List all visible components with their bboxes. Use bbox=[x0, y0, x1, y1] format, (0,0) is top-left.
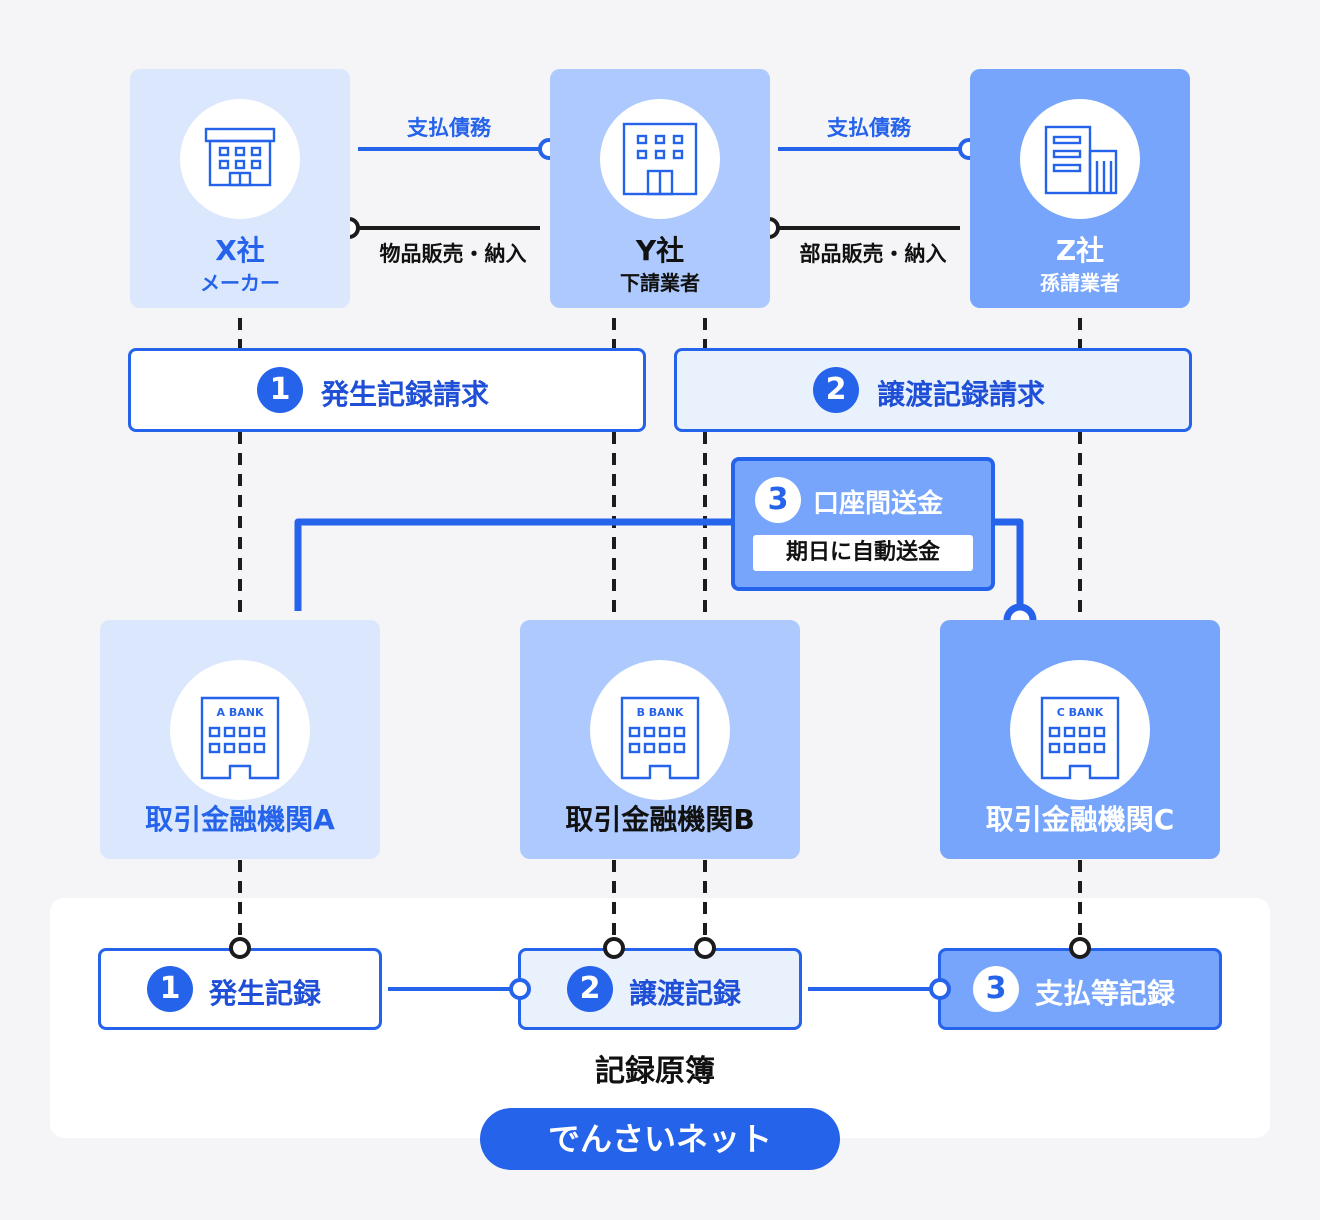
bank-b-card: B BANK 取引金融機関B bbox=[520, 620, 800, 859]
bank-building-icon: C BANK bbox=[1040, 696, 1120, 780]
edge-label-sale-y-x: 物品販売・納入 bbox=[379, 242, 527, 266]
network-badge: でんさいネット bbox=[480, 1108, 840, 1170]
step-number-badge: 2 bbox=[567, 966, 613, 1012]
step-number-badge: 1 bbox=[257, 367, 303, 413]
bank-c-name: 取引金融機関C bbox=[985, 803, 1175, 836]
auto-transfer-tag: 期日に自動送金 bbox=[753, 535, 973, 571]
bank-c-card: C BANK 取引金融機関C bbox=[940, 620, 1220, 859]
bank-sign: C BANK bbox=[1057, 706, 1104, 719]
company-y-card: Y社 下請業者 bbox=[550, 69, 770, 308]
company-y-name: Y社 bbox=[635, 234, 685, 267]
request-issue-label: 発生記録請求 bbox=[321, 378, 490, 411]
step-number-badge: 2 bbox=[813, 367, 859, 413]
record-transfer-box: 2 譲渡記録 bbox=[518, 948, 802, 1030]
bank-sign: B BANK bbox=[637, 706, 684, 719]
company-x-card: X社 メーカー bbox=[130, 69, 350, 308]
bank-a-icon-circle: A BANK bbox=[170, 660, 310, 800]
company-z-name: Z社 bbox=[1055, 234, 1105, 267]
record-transfer-label: 譲渡記録 bbox=[629, 977, 742, 1010]
office-building-icon bbox=[622, 122, 698, 196]
company-x-icon-circle bbox=[180, 99, 300, 219]
company-z-role: 孫請業者 bbox=[1040, 271, 1120, 295]
company-x-role: メーカー bbox=[200, 271, 280, 295]
bank-sign: A BANK bbox=[217, 706, 264, 719]
company-y-role: 下請業者 bbox=[620, 271, 700, 295]
bank-b-name: 取引金融機関B bbox=[565, 803, 755, 836]
record-issue-label: 発生記録 bbox=[209, 977, 322, 1010]
bank-c-icon-circle: C BANK bbox=[1010, 660, 1150, 800]
company-y-icon-circle bbox=[600, 99, 720, 219]
record-issue-box: 1 発生記録 bbox=[98, 948, 382, 1030]
bank-building-icon: A BANK bbox=[200, 696, 280, 780]
small-building-icon bbox=[1044, 125, 1118, 195]
bank-b-icon-circle: B BANK bbox=[590, 660, 730, 800]
account-transfer-label: 口座間送金 bbox=[813, 489, 944, 519]
company-z-icon-circle bbox=[1020, 99, 1140, 219]
request-transfer-label: 譲渡記録請求 bbox=[877, 378, 1046, 411]
record-payment-label: 支払等記録 bbox=[1035, 977, 1176, 1010]
bank-building-icon: B BANK bbox=[620, 696, 700, 780]
ledger-label: 記録原簿 bbox=[595, 1054, 715, 1089]
request-transfer-box: 2 譲渡記録請求 bbox=[674, 348, 1192, 432]
edge-label-debt-y-z: 支払債務 bbox=[827, 116, 911, 140]
record-payment-box: 3 支払等記録 bbox=[938, 948, 1222, 1030]
request-issue-box: 1 発生記録請求 bbox=[128, 348, 646, 432]
step-number-badge: 3 bbox=[755, 477, 801, 523]
bank-a-name: 取引金融機関A bbox=[145, 803, 335, 836]
step-number-badge: 3 bbox=[973, 966, 1019, 1012]
factory-building-icon bbox=[204, 127, 276, 187]
company-x-name: X社 bbox=[215, 234, 265, 267]
edge-label-debt-x-y: 支払債務 bbox=[407, 116, 491, 140]
step-number-badge: 1 bbox=[147, 966, 193, 1012]
account-transfer-box: 3 口座間送金 期日に自動送金 bbox=[731, 457, 995, 591]
bank-a-card: A BANK 取引金融機関A bbox=[100, 620, 380, 859]
company-z-card: Z社 孫請業者 bbox=[970, 69, 1190, 308]
transfer-path bbox=[294, 518, 1024, 611]
edge-label-sale-z-y: 部品販売・納入 bbox=[799, 242, 947, 266]
